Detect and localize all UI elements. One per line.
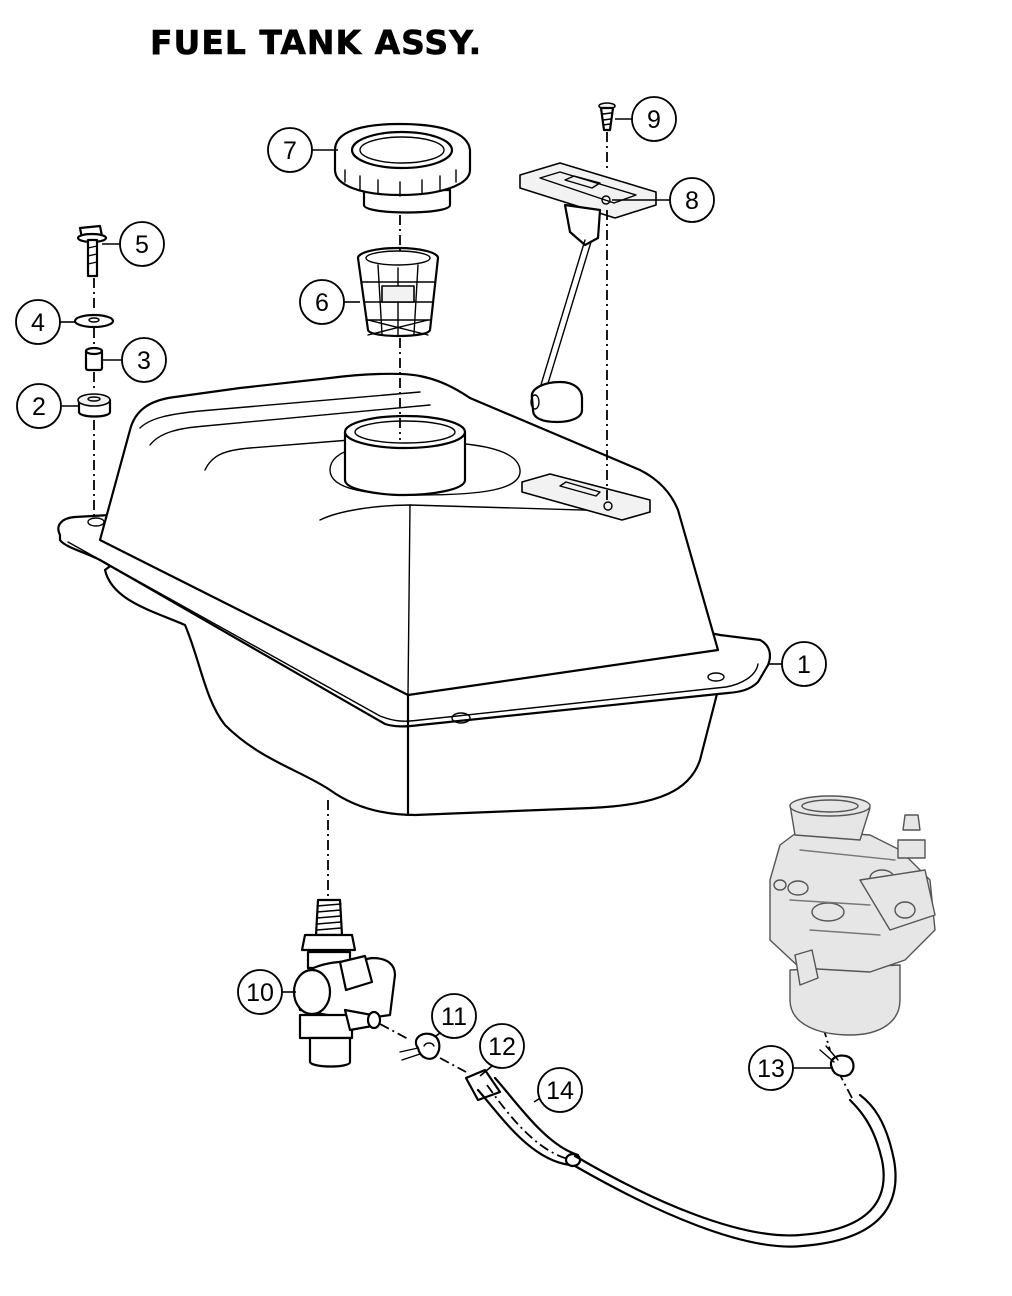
callout-number: 13 [757,1055,785,1083]
callout-7: 7 [267,127,313,173]
centerline-carb [839,1074,853,1099]
centerline-hose [379,1023,467,1073]
fuel-gauge-sender [519,162,657,424]
callout-number: 1 [797,651,811,679]
mount-grommet [77,393,112,418]
fuel-cap [333,122,472,214]
callout-13: 13 [748,1045,794,1091]
callout-number: 12 [488,1033,516,1061]
callout-number: 5 [135,231,149,259]
mount-washer [73,313,115,329]
hose-clamp-valve [399,1032,441,1061]
callout-8: 8 [669,177,715,223]
callout-number: 2 [32,393,46,421]
fuel-strainer [356,246,440,338]
callout-number: 11 [441,1003,467,1031]
fuel-valve [292,898,397,1068]
gauge-screw [598,102,616,132]
callout-9: 9 [631,96,677,142]
fuel-tank [57,372,771,817]
callout-3: 3 [121,337,167,383]
leader-lines [60,118,832,1103]
mount-collar [84,346,104,372]
callout-12: 12 [479,1023,525,1069]
callout-5: 5 [119,221,165,267]
callout-number: 6 [315,289,329,317]
callout-4: 4 [15,299,61,345]
callout-6: 6 [299,279,345,325]
diagram-title: FUEL TANK ASSY. [150,23,483,62]
mounting-bolt [76,224,108,278]
callout-number: 4 [31,309,45,337]
callout-number: 14 [546,1077,574,1105]
callout-11: 11 [431,993,477,1039]
callout-14: 14 [537,1067,583,1113]
callout-number: 10 [246,979,274,1007]
callout-number: 9 [647,106,661,134]
callout-10: 10 [237,969,283,1015]
callout-number: 3 [137,347,151,375]
callout-2: 2 [16,383,62,429]
carburetor [769,795,936,1036]
hose-clamp-carburetor [819,1045,855,1078]
callout-1: 1 [781,641,827,687]
fuel-hose [464,1068,897,1248]
callout-number: 8 [685,187,699,215]
callout-number: 7 [283,137,297,165]
